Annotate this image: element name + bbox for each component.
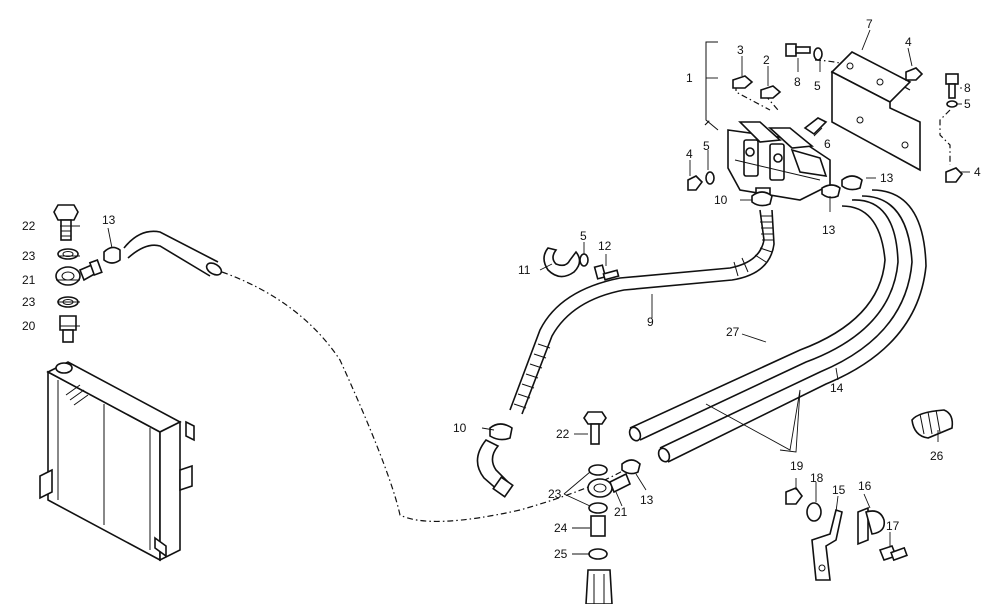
callout-6: 6 bbox=[824, 137, 831, 151]
callout-5: 5 bbox=[814, 79, 821, 93]
callout-5: 5 bbox=[703, 139, 710, 153]
callout-1: 1 bbox=[686, 71, 693, 85]
clamp-11-bolt-12 bbox=[543, 247, 620, 281]
hose-9-elbow bbox=[476, 423, 514, 498]
callout-15: 15 bbox=[832, 483, 846, 497]
leader-lines bbox=[56, 29, 970, 555]
callout-22: 22 bbox=[556, 427, 570, 441]
callout-5: 5 bbox=[964, 97, 971, 111]
callout-18: 18 bbox=[810, 471, 824, 485]
callout-26: 26 bbox=[930, 449, 944, 463]
callout-13: 13 bbox=[102, 213, 116, 227]
callout-14: 14 bbox=[830, 381, 844, 395]
callout-25: 25 bbox=[554, 547, 568, 561]
callout-17: 17 bbox=[886, 519, 900, 533]
mounting-bracket bbox=[830, 51, 921, 172]
routing-line-left bbox=[221, 271, 629, 523]
callout-27: 27 bbox=[726, 325, 740, 339]
callout-2: 2 bbox=[763, 53, 770, 67]
pipe-27 bbox=[628, 199, 899, 442]
bottom-center-fittings bbox=[583, 411, 641, 604]
callout-21: 21 bbox=[22, 273, 36, 287]
callout-3: 3 bbox=[737, 43, 744, 57]
callout-23: 23 bbox=[22, 249, 36, 263]
callout-20: 20 bbox=[22, 319, 36, 333]
callout-21: 21 bbox=[614, 505, 628, 519]
callout-8: 8 bbox=[964, 81, 971, 95]
callout-13: 13 bbox=[822, 223, 836, 237]
callout-24: 24 bbox=[554, 521, 568, 535]
callout-19: 19 bbox=[790, 459, 804, 473]
callout-10: 10 bbox=[453, 421, 467, 435]
callout-4: 4 bbox=[686, 147, 693, 161]
bottom-right-small-parts bbox=[785, 409, 954, 581]
routing-line-top-right bbox=[704, 59, 951, 165]
callout-12: 12 bbox=[598, 239, 612, 253]
pipe-14 bbox=[657, 189, 927, 463]
callout-16: 16 bbox=[858, 479, 872, 493]
callout-11: 11 bbox=[518, 263, 531, 277]
callout-8: 8 bbox=[794, 75, 801, 89]
callout-4: 4 bbox=[905, 35, 912, 49]
callout-22: 22 bbox=[22, 219, 36, 233]
callout-4: 4 bbox=[974, 165, 981, 179]
callout-7: 7 bbox=[866, 17, 873, 31]
callout-23: 23 bbox=[548, 487, 562, 501]
callout-13: 13 bbox=[880, 171, 894, 185]
callout-23: 23 bbox=[22, 295, 36, 309]
callout-13: 13 bbox=[640, 493, 654, 507]
callout-9: 9 bbox=[647, 315, 654, 329]
callout-labels: 1 2 3 4 4 4 5 5 5 5 6 7 8 8 9 10 10 11 1… bbox=[22, 17, 981, 561]
left-hose bbox=[123, 230, 223, 277]
callout-10: 10 bbox=[714, 193, 728, 207]
callout-5: 5 bbox=[580, 229, 587, 243]
top-small-parts bbox=[687, 43, 964, 207]
oil-cooler-radiator bbox=[39, 361, 195, 562]
hose-9 bbox=[509, 209, 775, 415]
left-fittings-stack bbox=[53, 204, 121, 343]
